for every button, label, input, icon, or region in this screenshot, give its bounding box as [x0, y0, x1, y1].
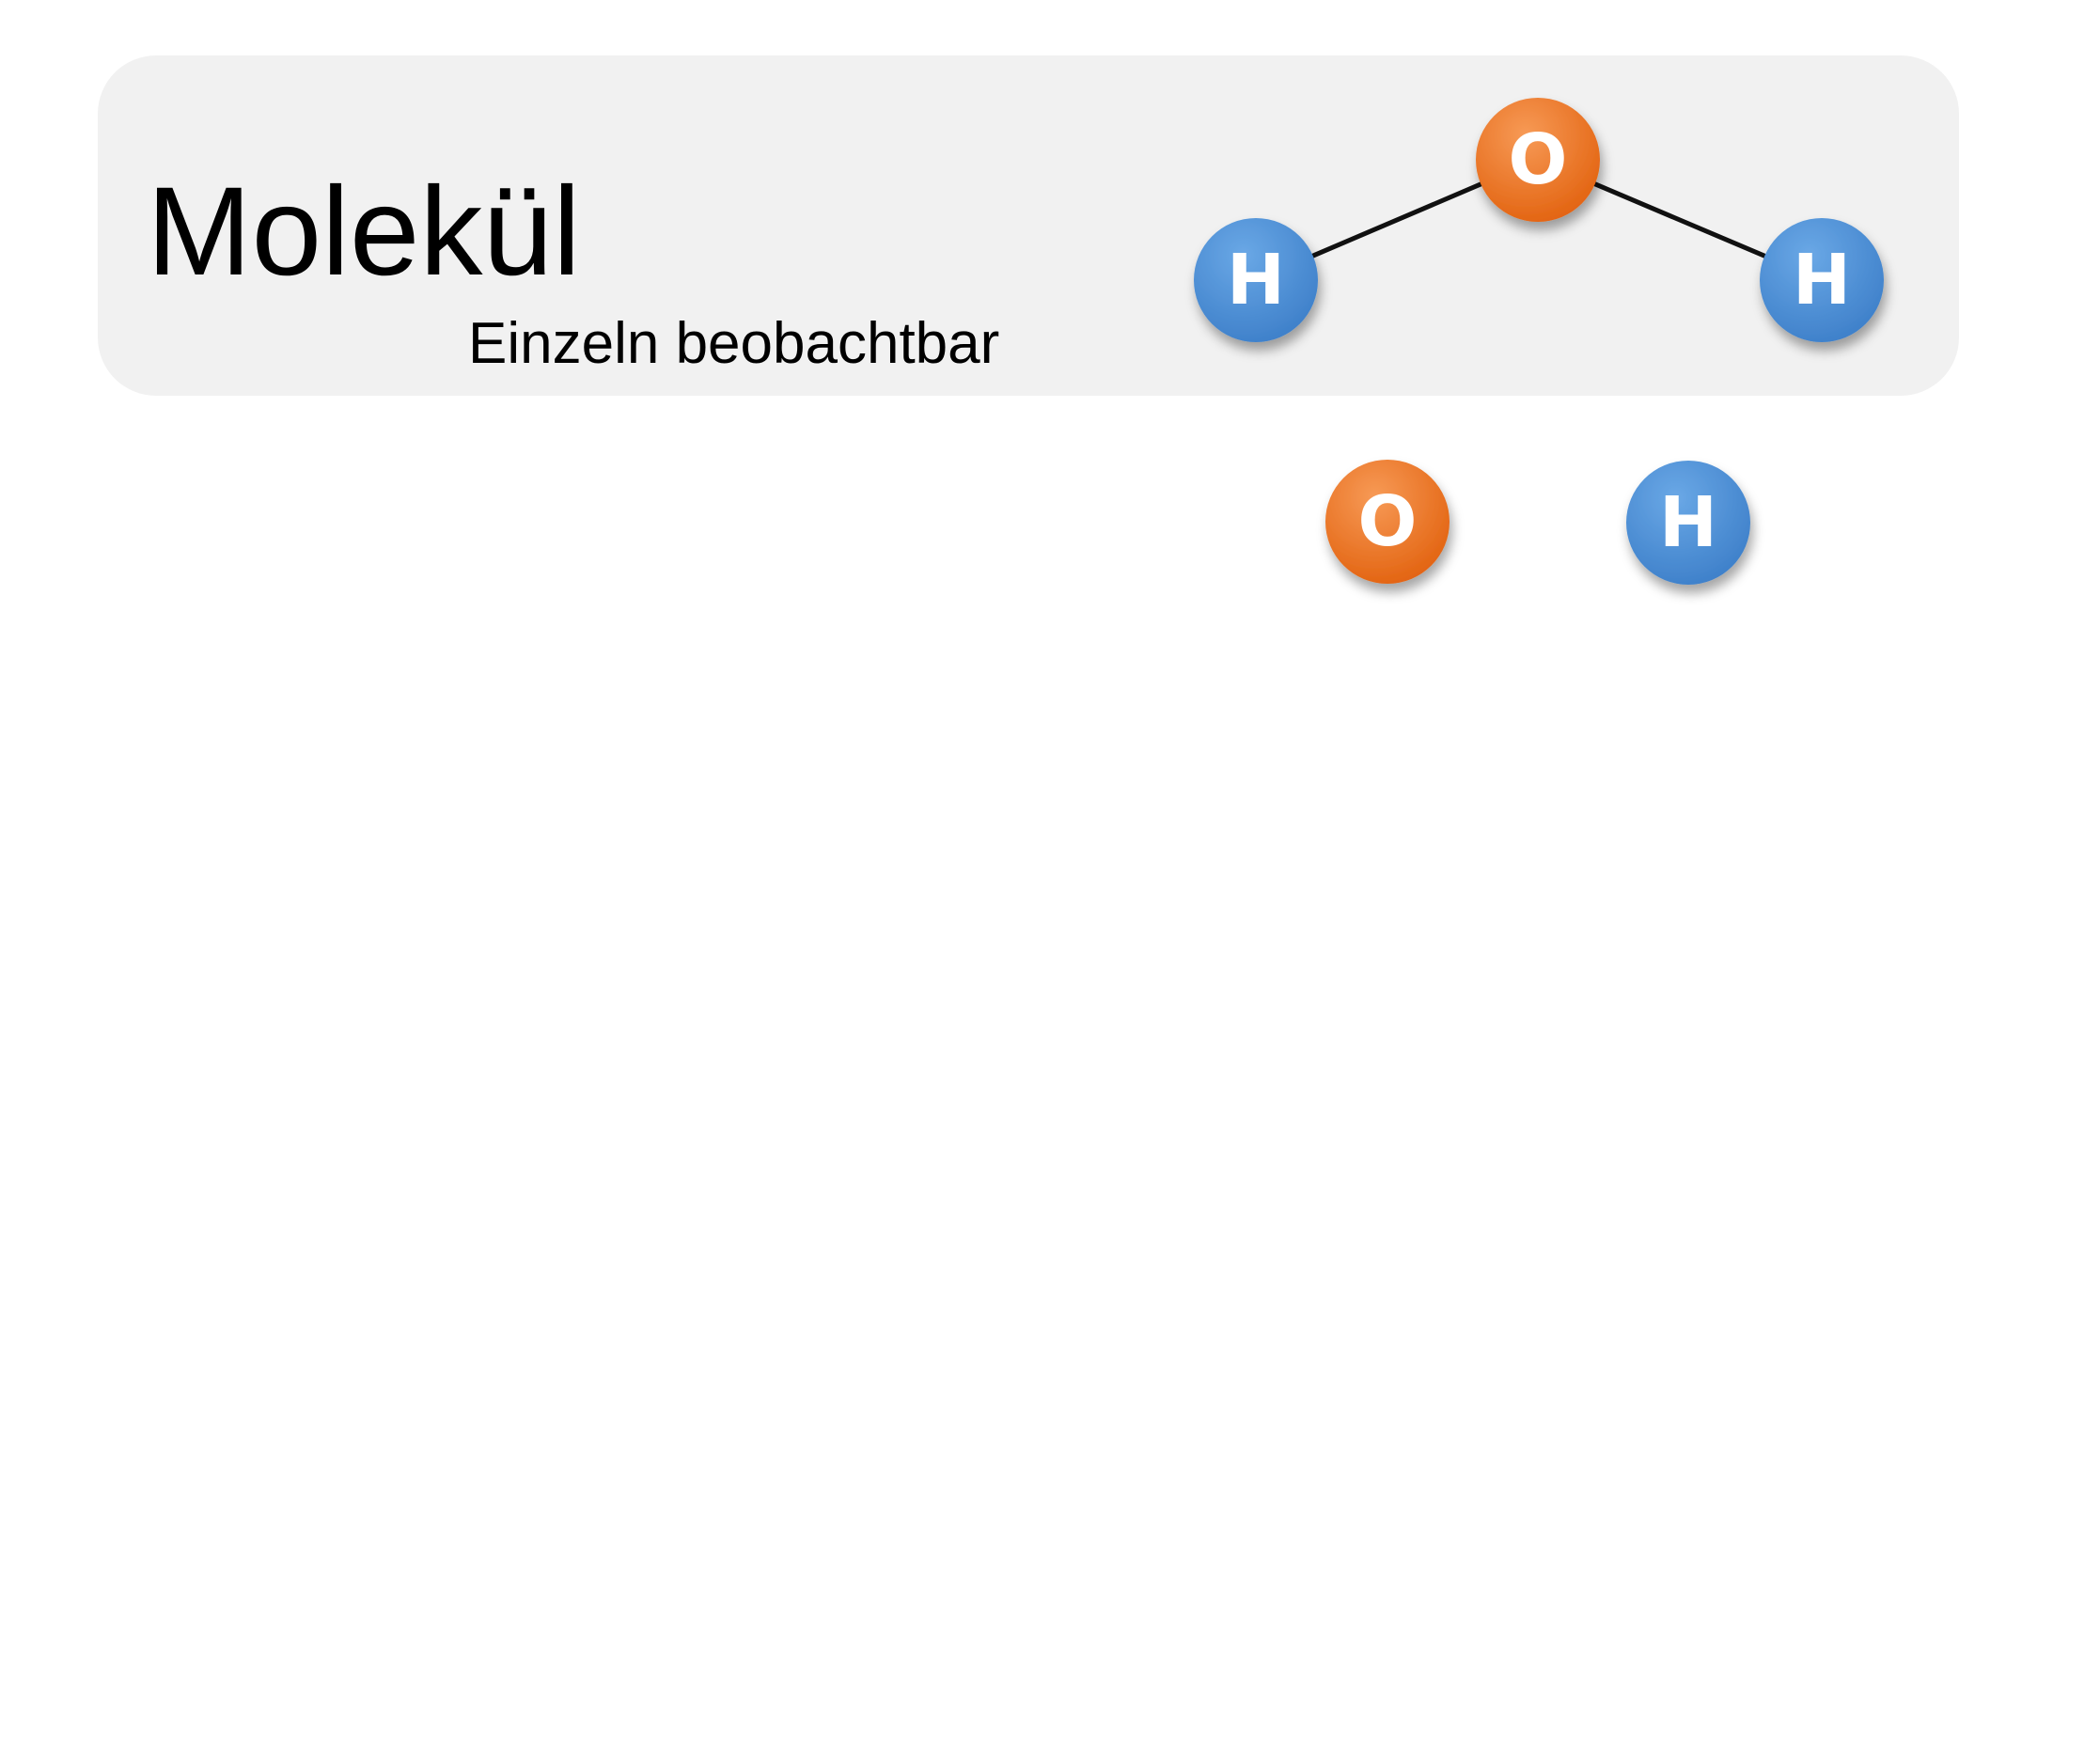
loose-atom-hydrogen: H	[1626, 461, 1750, 585]
atom-label: H	[1659, 482, 1717, 563]
atom-label: H	[1227, 240, 1285, 321]
bond-line	[1591, 180, 1769, 260]
molecule-atom-hydrogen: H	[1194, 218, 1318, 342]
bond-line	[1309, 180, 1485, 259]
molecule-atom-hydrogen: H	[1760, 218, 1884, 342]
atom-label: H	[1793, 240, 1851, 321]
loose-atom-oxygen: O	[1325, 460, 1450, 584]
atom-label: O	[1509, 119, 1568, 200]
molecule-atom-oxygen: O	[1476, 98, 1600, 222]
molecule-card	[98, 55, 1959, 396]
card-title: Molekül	[147, 162, 581, 302]
atom-label: O	[1358, 481, 1418, 562]
card-subtitle: Einzeln beobachtbar	[468, 311, 1000, 376]
